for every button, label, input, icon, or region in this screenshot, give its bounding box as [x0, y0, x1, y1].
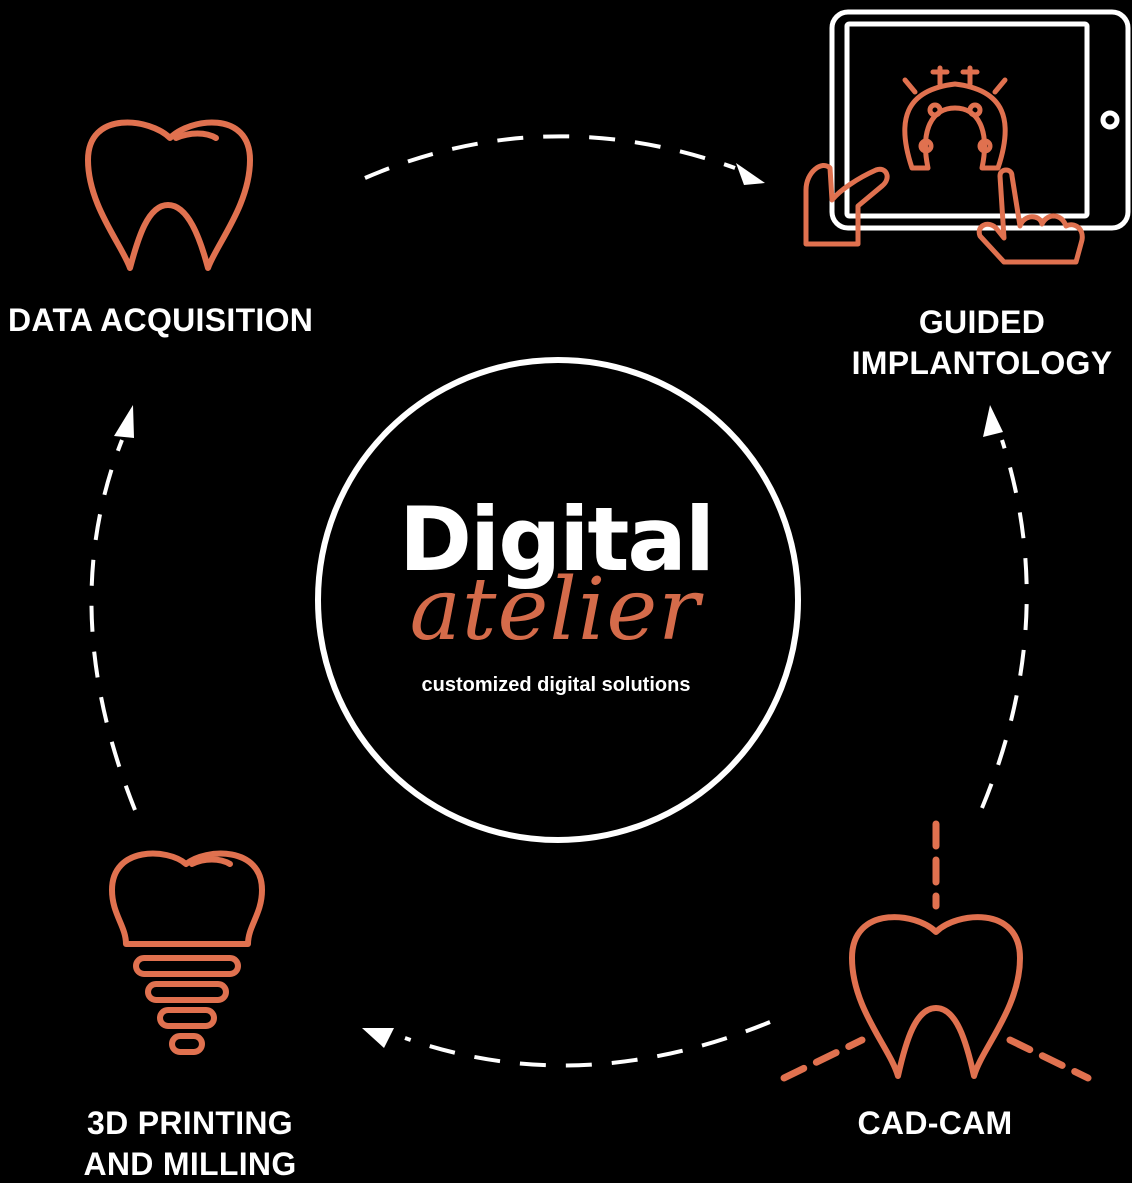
label-guided-implantology: GUIDED IMPLANTOLOGY	[851, 304, 1113, 381]
arrow-left-path	[89, 439, 137, 811]
label-cad-cam: CAD-CAM	[857, 1105, 1013, 1141]
label-data-acquisition: DATA ACQUISITION	[8, 302, 314, 338]
arrow-top-path	[364, 134, 736, 180]
label-3d-printing-milling: 3D PRINTING AND MILLING	[83, 1105, 297, 1182]
arrowhead-right	[983, 405, 1003, 437]
logo-title: Digital	[399, 488, 715, 591]
arrowhead-top	[736, 163, 765, 185]
arrowhead-left	[114, 405, 134, 438]
arrowhead-bottom	[362, 1028, 394, 1048]
arrow-bottom-path	[404, 1020, 771, 1068]
logo-script: atelier	[409, 560, 701, 660]
logo-tagline: customized digital solutions	[421, 674, 691, 696]
arrow-right-path	[980, 439, 1029, 809]
